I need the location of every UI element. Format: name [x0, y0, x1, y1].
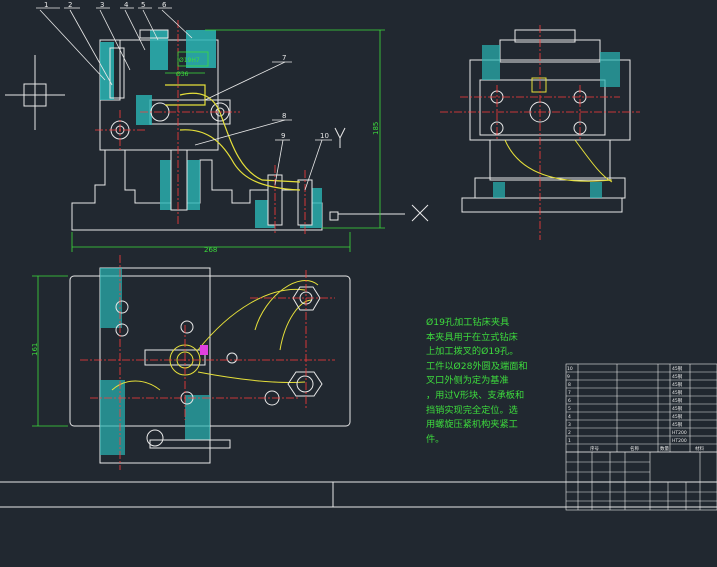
part-material: 45钢 — [672, 389, 683, 396]
header-no: 序号 — [590, 445, 599, 452]
header-material: 材料 — [695, 445, 704, 452]
balloon-5: 5 — [141, 1, 145, 9]
balloon-labels: 1 2 3 4 5 6 7 8 9 10 — [44, 1, 329, 140]
part-no: 6 — [568, 398, 571, 404]
drawing-border — [0, 481, 717, 508]
balloon-1: 1 — [44, 1, 48, 9]
part-material: 45钢 — [672, 405, 683, 412]
dim-overall-height: 185 — [372, 122, 380, 135]
part-material: 45钢 — [672, 381, 683, 388]
part-material: HT200 — [672, 438, 687, 444]
part-material: 45钢 — [672, 397, 683, 404]
note-line: 用螺旋压紧机构夹紧工 — [426, 419, 518, 431]
part-no: 10 — [567, 366, 573, 372]
ucs-crosshair — [5, 55, 65, 130]
balloon-4: 4 — [124, 1, 129, 9]
part-no: 2 — [568, 430, 571, 436]
front-dimensions — [71, 29, 385, 252]
balloon-leaders — [36, 7, 332, 191]
part-no: 5 — [568, 406, 571, 412]
part-no: 4 — [568, 414, 571, 420]
dim-bore-diameter: Ø36 — [176, 71, 189, 78]
dim-plan-height: 161 — [31, 343, 39, 356]
part-material: 45钢 — [672, 373, 683, 380]
part-no: 3 — [568, 422, 571, 428]
note-line: 工件以Ø28外圆及端面和 — [426, 360, 528, 372]
plan-dimensions — [32, 275, 68, 427]
balloon-6: 6 — [162, 1, 167, 9]
parts-list-text: 10 9 8 7 6 5 4 3 2 1 45钢 45钢 45钢 45钢 45钢… — [567, 365, 704, 452]
dim-overall-width: 268 — [204, 246, 217, 254]
balloon-2: 2 — [68, 1, 72, 9]
part-no: 9 — [567, 374, 570, 380]
part-no: 7 — [568, 390, 571, 396]
plan-view — [69, 255, 351, 470]
part-material: 45钢 — [672, 421, 683, 428]
note-line: 上加工拨叉的Ø19孔。 — [426, 346, 519, 358]
part-material: 45钢 — [672, 365, 683, 372]
note-line: 本夹具用于在立式钻床 — [426, 331, 518, 343]
part-material: HT200 — [672, 430, 687, 436]
side-view — [440, 25, 640, 240]
title-block — [565, 451, 717, 511]
note-line: 叉口外侧为定为基准 — [426, 375, 509, 387]
part-no: 1 — [568, 438, 571, 444]
part-material: 45钢 — [672, 413, 683, 420]
balloon-3: 3 — [100, 1, 104, 9]
note-line-title: Ø19孔加工钻床夹具 — [426, 317, 510, 328]
note-line: 件。 — [426, 433, 445, 445]
note-line: ，用过V形块、支承板和 — [426, 389, 525, 401]
dim-bore-fit: Ø19H7 — [179, 57, 200, 64]
header-name: 名称 — [630, 445, 639, 452]
header-qty: 数量 — [660, 445, 669, 452]
balloon-10: 10 — [320, 132, 329, 140]
balloon-8: 8 — [282, 112, 286, 120]
note-line: 挡销实现完全定位。选 — [426, 404, 518, 416]
front-view — [71, 20, 429, 235]
technical-note: Ø19孔加工钻床夹具 本夹具用于在立式钻床 上加工拨叉的Ø19孔。 工件以Ø28… — [426, 316, 551, 447]
balloon-9: 9 — [281, 132, 285, 140]
balloon-7: 7 — [282, 54, 286, 62]
part-no: 8 — [568, 382, 571, 388]
parts-list-table — [565, 363, 717, 453]
